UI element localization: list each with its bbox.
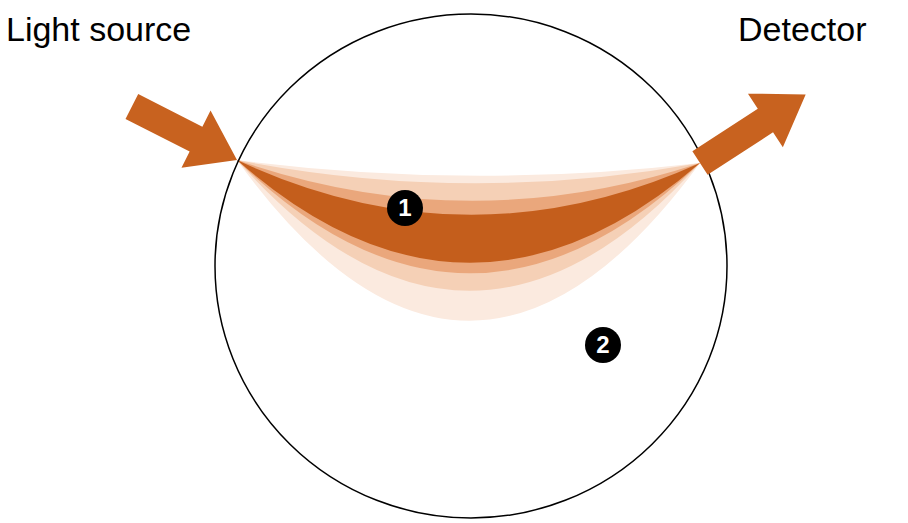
light-band-faint	[237, 160, 700, 321]
callout-number: 1	[398, 196, 411, 220]
light-band-main	[237, 160, 700, 263]
source-label: Light source	[6, 12, 191, 46]
light-band-medium	[237, 160, 700, 273]
callout-marker: 1	[387, 190, 423, 226]
output-arrow	[683, 68, 824, 190]
callout-number: 2	[596, 333, 609, 357]
input-arrow	[117, 78, 251, 189]
callout-marker: 2	[585, 327, 621, 363]
light-band-light	[237, 160, 700, 291]
arrow-shape	[683, 68, 824, 190]
tissue-circle	[215, 14, 727, 518]
detector-label: Detector	[738, 12, 867, 46]
arrow-shape	[117, 78, 251, 189]
